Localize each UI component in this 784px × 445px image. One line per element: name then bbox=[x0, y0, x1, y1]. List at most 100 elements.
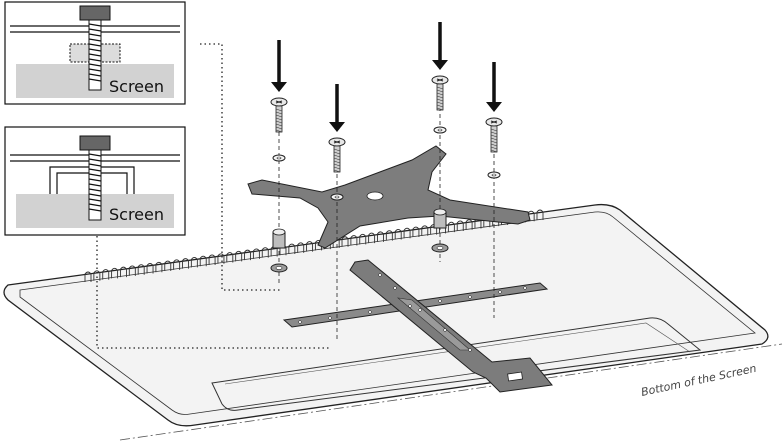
vent-slot bbox=[128, 265, 136, 276]
vent-slot bbox=[111, 267, 119, 279]
vent-slot bbox=[403, 227, 411, 239]
inset-thread bbox=[88, 208, 102, 212]
bracket-hole bbox=[378, 273, 382, 277]
washer-hole bbox=[334, 195, 340, 199]
inset-thread bbox=[88, 53, 102, 57]
vent-slot bbox=[93, 270, 101, 281]
thread-line bbox=[490, 131, 498, 135]
vent-slot bbox=[137, 264, 145, 275]
bracket-hole bbox=[328, 316, 332, 320]
vent-slot bbox=[102, 269, 110, 280]
bracket-hole bbox=[368, 310, 372, 314]
down-arrow-head bbox=[329, 122, 345, 132]
vent-slot bbox=[447, 221, 455, 233]
inset-thread bbox=[88, 38, 102, 42]
vent-slot bbox=[412, 226, 420, 238]
thread-line bbox=[490, 128, 498, 132]
inset-thread bbox=[88, 78, 102, 82]
bottom-edge-line bbox=[119, 343, 783, 441]
screen-back-panel bbox=[3, 203, 769, 427]
thread-line bbox=[275, 126, 283, 130]
bracket-hole bbox=[393, 286, 397, 290]
vent-slot bbox=[155, 261, 163, 273]
vent-slot bbox=[465, 219, 473, 230]
vent-slot bbox=[235, 250, 243, 262]
inset-thread bbox=[88, 68, 102, 72]
thread-line bbox=[436, 92, 444, 96]
bottom-of-screen-label: Bottom of the Screen bbox=[640, 362, 758, 399]
mounting-bracket-long bbox=[282, 259, 553, 393]
inset-thread bbox=[88, 198, 102, 202]
bracket-hole bbox=[443, 328, 447, 332]
bracket-hole bbox=[438, 299, 442, 303]
vent-slot bbox=[341, 236, 349, 247]
vent-slot bbox=[244, 249, 251, 261]
cross-slot bbox=[436, 78, 444, 82]
thread-line bbox=[275, 108, 283, 112]
vent-slot bbox=[350, 235, 358, 246]
inset-thread bbox=[88, 168, 102, 172]
vent-slot bbox=[173, 259, 181, 270]
vent-slot bbox=[421, 225, 429, 236]
inset-thread bbox=[88, 23, 102, 27]
inset-detail-standoff: Screen bbox=[4, 126, 186, 236]
standoff-top bbox=[433, 208, 447, 216]
washer-hole bbox=[437, 128, 443, 132]
inset-detail-spacer: Screen bbox=[4, 1, 186, 105]
screws-and-washers bbox=[270, 22, 503, 273]
inset-thread bbox=[88, 48, 102, 52]
callout-leaders bbox=[96, 43, 330, 349]
cross-slot bbox=[490, 120, 498, 124]
thread-line bbox=[436, 89, 444, 93]
thread-line bbox=[490, 146, 498, 150]
thread-line bbox=[490, 143, 498, 147]
vent-slot bbox=[217, 253, 225, 264]
inset-thread bbox=[88, 173, 102, 177]
vent-slot bbox=[208, 254, 216, 265]
thread-line bbox=[275, 114, 283, 118]
bracket-holes bbox=[298, 273, 527, 352]
inset-thread bbox=[88, 178, 102, 182]
inset-2-screen-label: Screen bbox=[109, 205, 164, 224]
bracket-hole bbox=[468, 348, 472, 352]
thread-line bbox=[333, 148, 341, 152]
vent-slot bbox=[199, 255, 207, 267]
thread-line bbox=[436, 104, 444, 108]
vent-slot bbox=[536, 209, 544, 220]
washer-hole bbox=[276, 156, 282, 160]
inset-thread bbox=[88, 183, 102, 187]
inset-thread bbox=[88, 28, 102, 32]
inset-thread bbox=[88, 43, 102, 47]
thread-line bbox=[333, 163, 341, 167]
vent-slot bbox=[297, 242, 305, 253]
vent-slot bbox=[164, 260, 172, 272]
inset-thread bbox=[88, 58, 102, 62]
thread-line bbox=[490, 134, 498, 138]
standoff-top bbox=[272, 228, 286, 236]
down-arrow-head bbox=[486, 102, 502, 112]
inset-thread bbox=[88, 63, 102, 67]
bracket-hole bbox=[418, 308, 422, 312]
spacer-ring-hole bbox=[436, 246, 444, 250]
vent-slot bbox=[252, 248, 260, 259]
bracket-hole bbox=[498, 290, 502, 294]
thread-line bbox=[436, 107, 444, 111]
mounting-adapter-plate bbox=[247, 145, 531, 249]
bracket-hole bbox=[298, 320, 302, 324]
thread-line bbox=[436, 95, 444, 99]
vent-slot bbox=[368, 232, 376, 244]
vent-slot bbox=[190, 256, 198, 268]
thread-line bbox=[333, 166, 341, 170]
thread-line bbox=[333, 157, 341, 161]
vent-slot bbox=[120, 266, 127, 278]
down-arrow-head bbox=[271, 82, 287, 92]
vent-slot bbox=[306, 241, 314, 252]
vent-slot bbox=[456, 220, 464, 231]
thread-line bbox=[436, 86, 444, 90]
inset-thread bbox=[88, 73, 102, 77]
inset-thread bbox=[88, 153, 102, 157]
inset-thread bbox=[88, 158, 102, 162]
vent-slot bbox=[394, 229, 402, 240]
thread-line bbox=[490, 140, 498, 144]
